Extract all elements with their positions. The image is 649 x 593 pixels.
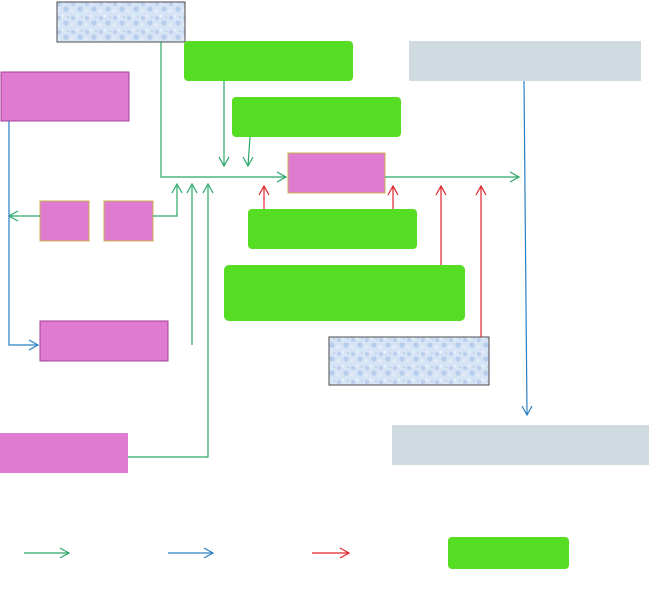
green-connector-small-right bbox=[153, 186, 178, 217]
blue-connector-left bbox=[8, 121, 38, 346]
pink-box-bottom-left bbox=[0, 433, 128, 473]
green-box-second bbox=[232, 97, 401, 137]
pink-box-left-lower bbox=[39, 320, 169, 362]
green-box-large bbox=[224, 265, 465, 321]
green-box-middle bbox=[248, 209, 417, 249]
green-box-top bbox=[184, 41, 353, 81]
green-connector-second bbox=[247, 136, 251, 167]
pink-box-small-right bbox=[103, 200, 154, 242]
green-arrowhead-small-right bbox=[171, 182, 183, 194]
legend-red-arrow bbox=[312, 547, 351, 559]
pink-box-left-upper bbox=[0, 71, 130, 122]
pink-box-small-left bbox=[39, 200, 90, 242]
textured-box-top-left bbox=[56, 1, 186, 43]
green-arrowhead-main bbox=[276, 171, 288, 183]
green-arrowhead-top bbox=[218, 156, 230, 168]
legend-green-box bbox=[448, 537, 569, 569]
pink-box-center bbox=[287, 152, 386, 194]
green-arrowhead-right bbox=[509, 171, 521, 183]
green-connector-bottom-left bbox=[128, 186, 209, 458]
blue-connector-right bbox=[523, 80, 528, 416]
grey-box-bottom-right bbox=[392, 425, 649, 465]
red-arrowhead-middle-right bbox=[387, 184, 399, 196]
textured-box-bottom bbox=[328, 336, 490, 386]
legend bbox=[24, 537, 569, 569]
grey-box-top-right bbox=[409, 41, 641, 81]
blue-arrowhead-left bbox=[28, 339, 40, 351]
green-connector-main bbox=[160, 42, 286, 178]
red-arrowhead-textured bbox=[475, 184, 487, 196]
legend-blue-arrow bbox=[168, 547, 215, 559]
red-arrowhead-middle-left bbox=[258, 184, 270, 196]
green-arrowhead-bottom-left bbox=[202, 182, 214, 194]
green-arrowhead-left-lower bbox=[186, 182, 198, 194]
green-arrowhead-second bbox=[242, 156, 254, 168]
blue-arrowhead-right bbox=[521, 405, 533, 417]
legend-green-arrow bbox=[24, 547, 71, 559]
red-arrowhead-large bbox=[435, 184, 447, 196]
